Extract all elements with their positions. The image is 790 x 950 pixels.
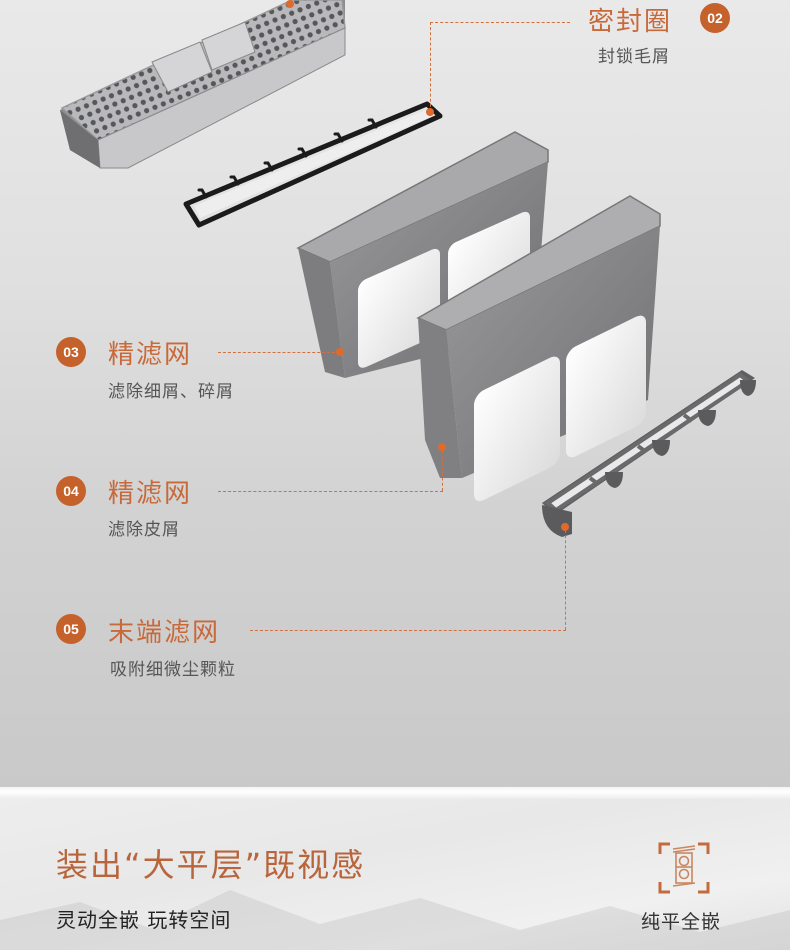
anchor-dot-05 [561, 523, 569, 531]
fine-filter-front-part [416, 195, 661, 502]
installation-banner [0, 799, 790, 950]
section-divider [0, 787, 790, 799]
callout-02-subtitle: 封锁毛屑 [598, 47, 670, 67]
mountain-backdrop [0, 890, 790, 950]
banner-headline: 装出“大平层”既视感 [56, 846, 366, 884]
callout-05-subtitle: 吸附细微尘颗粒 [110, 660, 236, 680]
banner-tagline: 灵动全嵌 玩转空间 [56, 908, 232, 932]
exploded-view-section: 密封圈 02 封锁毛屑 03 精滤网 滤除细屑、碎屑 04 精滤网 滤除皮屑 0… [0, 0, 790, 787]
callout-02-title: 密封圈 [588, 7, 673, 37]
leader-line-03 [218, 352, 340, 353]
leader-line-04-horizontal [218, 491, 443, 492]
lint-tray-part [60, 0, 346, 169]
seal-ring-part [183, 101, 443, 228]
leader-line-04-vertical [442, 446, 443, 491]
callout-02-badge: 02 [700, 3, 730, 33]
callout-04-title: 精滤网 [108, 479, 193, 509]
leader-line-05-horizontal [250, 630, 566, 631]
callout-03-subtitle: 滤除细屑、碎屑 [108, 382, 234, 402]
callout-03-badge: 03 [56, 337, 86, 367]
callout-05-badge: 05 [56, 614, 86, 644]
leader-line-05-vertical [565, 530, 566, 630]
callout-04-badge: 04 [56, 476, 86, 506]
anchor-dot-01 [286, 0, 294, 8]
feature-label: 纯平全嵌 [641, 911, 722, 933]
leader-line-02-vertical [430, 22, 431, 112]
callout-04-subtitle: 滤除皮屑 [108, 520, 180, 540]
anchor-dot-04 [438, 443, 446, 451]
anchor-dot-02 [426, 108, 434, 116]
anchor-dot-03 [336, 348, 344, 356]
leader-line-02-horizontal [430, 22, 570, 23]
callout-05-title: 末端滤网 [108, 618, 221, 648]
callout-03-title: 精滤网 [108, 340, 193, 370]
filter-assembly-illustration [60, 0, 756, 537]
flush-built-in-icon [658, 842, 710, 894]
